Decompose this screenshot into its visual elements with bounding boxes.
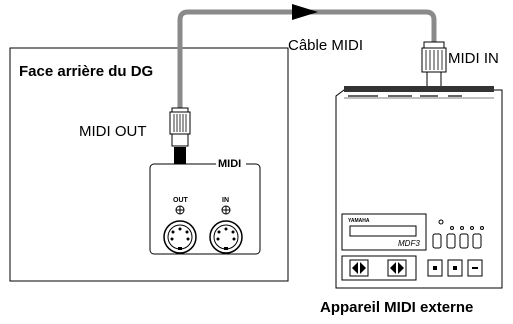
port-group-label: MIDI [218, 158, 241, 170]
out-port-label: OUT [173, 197, 189, 204]
midi-cable-label: Câble MIDI [288, 37, 364, 54]
midi-in-plug [421, 41, 447, 89]
device-model: MDF3 [398, 239, 420, 248]
midi-out-socket [163, 220, 197, 254]
cable-direction-arrow [292, 4, 318, 20]
device-caption: Appareil MIDI externe [320, 299, 474, 316]
rear-panel-title: Face arrière du DG [19, 63, 154, 80]
external-midi-device: YAMAHA MDF3 [335, 86, 503, 289]
in-port-label: IN [222, 197, 229, 204]
device-brand: YAMAHA [348, 218, 370, 224]
midi-in-socket [209, 220, 243, 254]
midi-out-label: MIDI OUT [79, 123, 147, 140]
screw-icon [221, 205, 231, 215]
screw-icon [175, 205, 185, 215]
midi-in-label: MIDI IN [448, 50, 499, 67]
midi-out-plug [169, 107, 191, 147]
